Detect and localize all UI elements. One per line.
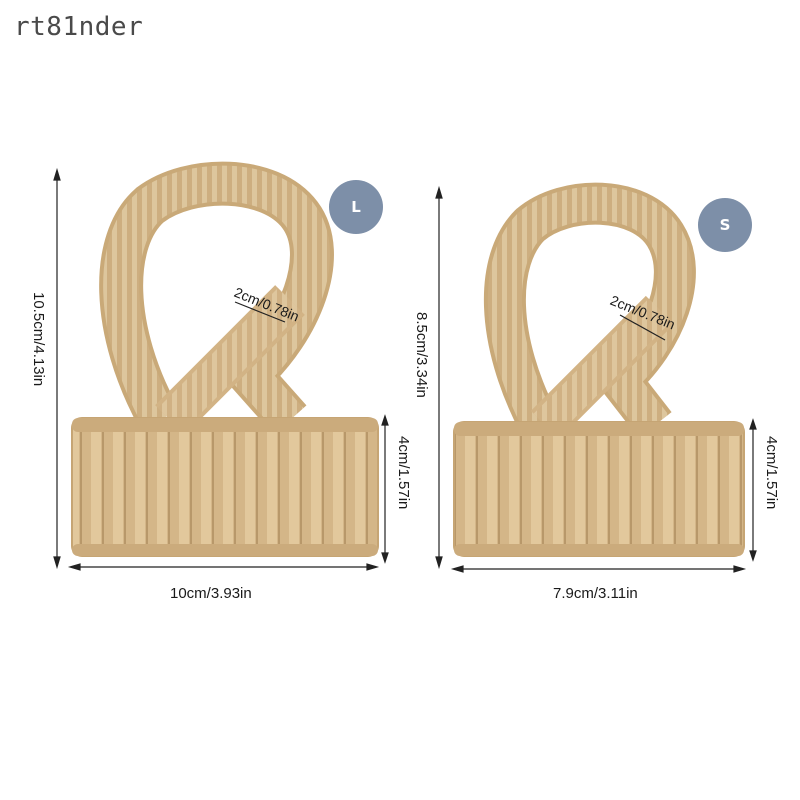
watermark-text: rt81nder xyxy=(14,12,144,42)
l-band-width-label: 10cm/3.93in xyxy=(170,585,252,602)
s-band-height-label: 4cm/1.57in xyxy=(763,436,780,510)
l-band-height-label: 4cm/1.57in xyxy=(395,436,412,510)
l-brace-drawing xyxy=(71,161,379,557)
size-badge-s: S xyxy=(698,198,752,252)
s-band-width-label: 7.9cm/3.11in xyxy=(553,585,638,602)
s-total-height-label: 8.5cm/3.34in xyxy=(413,312,430,398)
size-badge-l: L xyxy=(329,180,383,234)
s-brace-drawing xyxy=(453,182,745,557)
l-total-height-label: 10.5cm/4.13in xyxy=(30,292,47,387)
dimension-lines xyxy=(53,167,757,573)
